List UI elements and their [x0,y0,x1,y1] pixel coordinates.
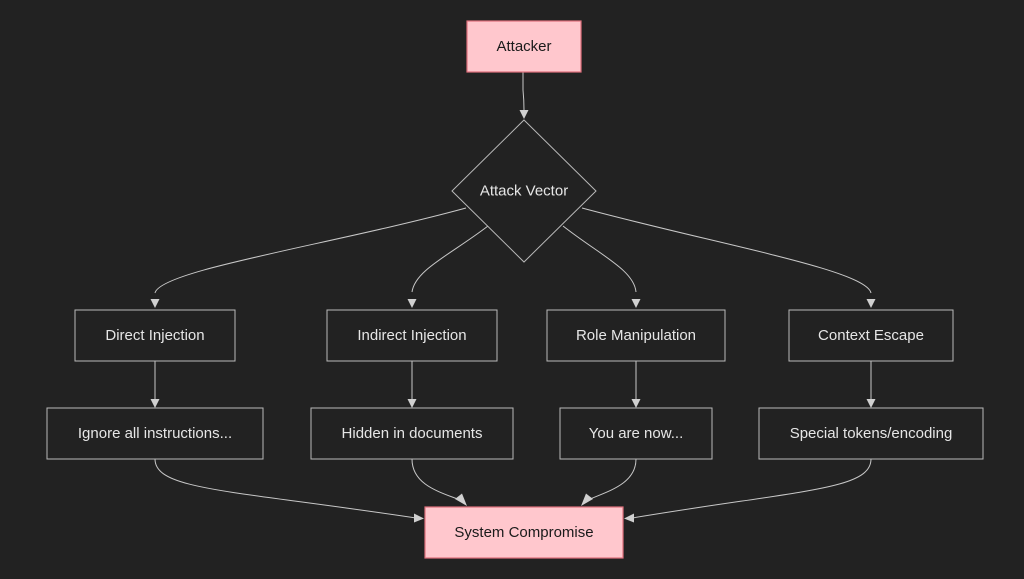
edge-vector-to-indirect [411,225,489,293]
arrowhead [866,399,876,408]
node-indirect-example-label: Hidden in documents [342,425,483,442]
arrowhead [150,299,160,308]
node-system-compromise: System Compromise [424,506,624,559]
arrowhead [581,493,593,506]
edge-role-example-to-compromise [587,458,637,501]
node-context-example: Special tokens/encoding [758,407,984,460]
node-role-example-label: You are now... [589,425,684,442]
arrowhead [414,513,424,523]
node-direct-example-label: Ignore all instructions... [78,425,232,442]
arrowhead [631,299,641,308]
node-attacker-label: Attacker [496,38,551,55]
arrowhead [631,399,641,408]
node-context-escape: Context Escape [788,309,954,362]
node-direct-injection: Direct Injection [74,309,236,362]
edge-attacker-to-vector [522,72,525,111]
node-attacker: Attacker [466,20,582,73]
arrowhead [866,299,876,308]
node-indirect-injection: Indirect Injection [326,309,498,362]
arrowhead [455,493,467,506]
edge-vector-to-direct [154,207,467,294]
node-attack-vector-label: Attack Vector [480,183,568,200]
node-context-example-label: Special tokens/encoding [790,425,953,442]
node-role-manipulation-label: Role Manipulation [576,327,696,344]
node-system-compromise-label: System Compromise [454,524,593,541]
arrowhead [519,110,529,119]
edge-context-example-to-compromise [631,458,872,519]
node-role-manipulation: Role Manipulation [546,309,726,362]
node-context-escape-label: Context Escape [818,327,924,344]
edge-indirect-example-to-compromise [411,458,461,501]
arrowhead [407,299,417,308]
edges [150,72,876,523]
arrowhead [624,513,634,523]
node-indirect-example: Hidden in documents [310,407,514,460]
arrowhead [407,399,417,408]
edge-vector-to-role [562,225,637,293]
edge-direct-example-to-compromise [154,458,417,519]
node-attack-vector: Attack Vector [451,119,597,263]
node-indirect-injection-label: Indirect Injection [357,327,466,344]
arrowhead [150,399,160,408]
edge-vector-to-context [581,207,872,294]
node-direct-injection-label: Direct Injection [105,327,204,344]
node-role-example: You are now... [559,407,713,460]
node-direct-example: Ignore all instructions... [46,407,264,460]
